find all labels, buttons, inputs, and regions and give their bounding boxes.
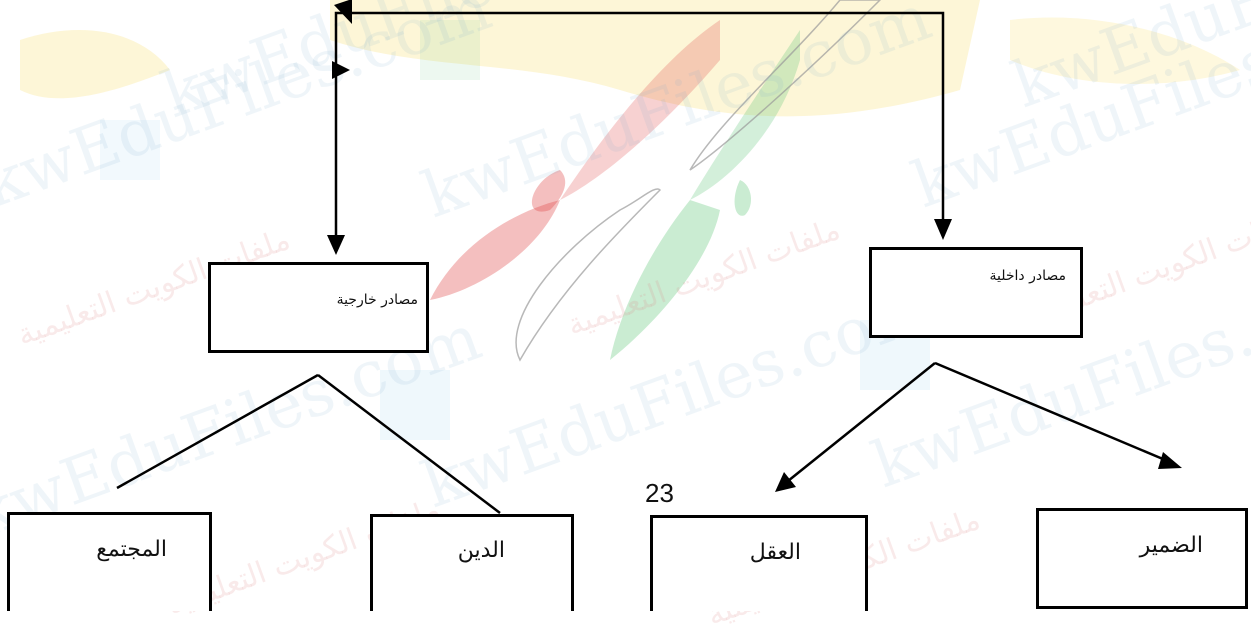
node-society: المجتمع [7, 512, 212, 611]
node-external-sources-label: مصادر خارجية [336, 292, 418, 308]
branch-line-mind [782, 362, 936, 486]
node-conscience: الضمير [1036, 508, 1248, 609]
node-religion-label: الدين [457, 538, 505, 563]
top-bracket-line [334, 11, 945, 240]
node-religion: الدين [370, 514, 574, 611]
diagram-connectors [116, 0, 1182, 514]
node-internal-sources-label: مصادر داخلية [989, 268, 1067, 284]
node-conscience-label: الضمير [1139, 533, 1203, 558]
node-mind: العقل [650, 515, 868, 611]
arrowhead-mind-icon [775, 472, 796, 492]
arrowhead-down-internal-icon [934, 219, 952, 240]
node-mind-label: العقل [749, 540, 801, 565]
arrowhead-down-external-icon [327, 235, 345, 255]
branch-line-society [116, 373, 319, 490]
arrowhead-middle-left-icon [332, 61, 350, 79]
page-number: 23 [645, 478, 674, 508]
node-external-sources: مصادر خارجية [208, 262, 429, 353]
node-society-label: المجتمع [96, 537, 167, 562]
branch-line-religion [317, 374, 501, 514]
connector-lines [116, 11, 1171, 514]
arrowhead-conscience-icon [1158, 452, 1182, 469]
arrowheads [327, 0, 1182, 492]
arrowhead-top-left-icon [334, 0, 352, 24]
branch-line-conscience [934, 361, 1171, 464]
node-internal-sources: مصادر داخلية [869, 247, 1083, 338]
